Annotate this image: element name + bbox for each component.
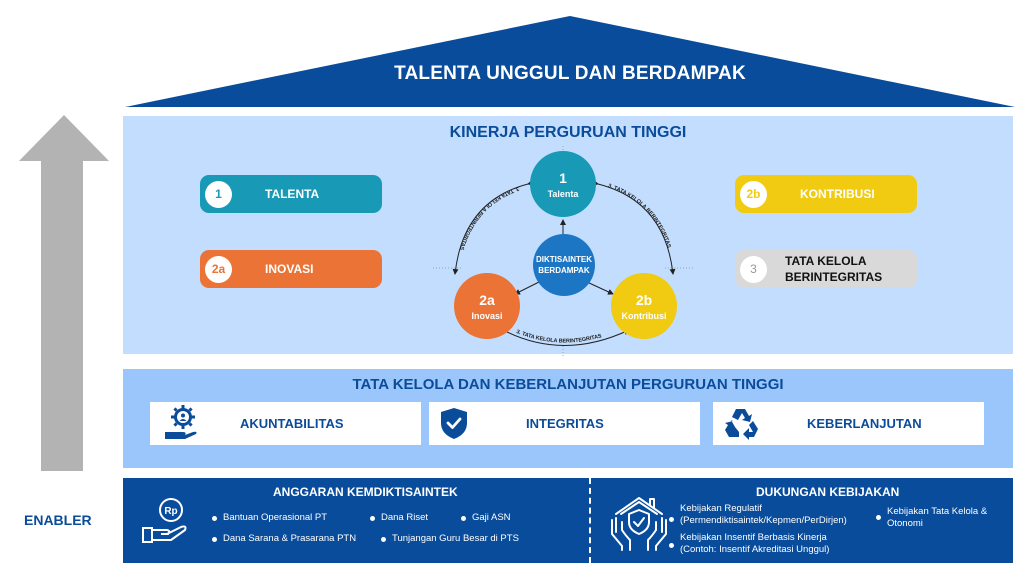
bullet-dot xyxy=(381,537,386,542)
anggaran-item-text: Dana Sarana & Prasarana PTN xyxy=(223,533,357,544)
pill-inovasi: 2a INOVASI xyxy=(200,250,382,288)
bullet-dot xyxy=(212,516,217,521)
cycle-diagram: 3. TATA KELOLA BERINTEGRITAS 3. TATA KEL… xyxy=(433,146,693,356)
kebijakan-title: DUKUNGAN KEBIJAKAN xyxy=(756,485,900,499)
circle-talenta: 1 Talenta xyxy=(530,151,596,217)
pill-label: TALENTA xyxy=(265,187,320,201)
money-hand-icon: Rp xyxy=(142,498,187,543)
enabler-label: ENABLER xyxy=(24,512,92,528)
card-label: KEBERLANJUTAN xyxy=(807,416,922,431)
circle-label: Inovasi xyxy=(471,310,503,321)
kebijakan-line2: (Permendiktisaintek/Kepmen/PerDirjen) xyxy=(680,515,847,526)
kebijakan-item: Kebijakan Tata Kelola &Otonomi xyxy=(876,506,987,530)
up-arrow-icon xyxy=(19,115,109,471)
kebijakan-line1: Kebijakan Regulatif xyxy=(680,503,762,514)
kebijakan-line1: Kebijakan Tata Kelola & xyxy=(887,506,988,517)
enabler-section: Rp ANGGARAN KEMDIKTISAINTEK Bantuan Oper… xyxy=(123,478,1013,563)
roof-triangle xyxy=(125,16,1015,107)
anggaran-item: Tunjangan Guru Besar di PTS xyxy=(381,533,519,545)
pill-label: TATA KELOLA BERINTEGRITAS xyxy=(785,253,882,285)
tata-kelola-section: TATA KELOLA DAN KEBERLANJUTAN PERGURUAN … xyxy=(123,369,1013,468)
anggaran-title: ANGGARAN KEMDIKTISAINTEK xyxy=(273,485,458,499)
kebijakan-item-text: Kebijakan Regulatif(Permendiktisaintek/K… xyxy=(680,503,847,527)
center-line1: DIKTISAINTEK xyxy=(536,255,592,264)
pill-number: 2b xyxy=(740,180,767,208)
arc-label-right: 3. TATA KELOLA BERINTEGRITAS xyxy=(607,183,672,249)
pill-number: 1 xyxy=(205,180,232,208)
enabler-divider xyxy=(589,478,591,563)
circle-number: 2a xyxy=(479,291,495,308)
pill-number: 2a xyxy=(205,255,232,283)
recycle-icon xyxy=(725,409,758,440)
arc-label-left: 3. TATA KELOLA BERINTEGRITAS xyxy=(458,185,520,251)
anggaran-item-text: Dana Riset xyxy=(381,512,428,523)
pill-label-line2: BERINTEGRITAS xyxy=(785,270,883,284)
circle-label: Kontribusi xyxy=(621,310,667,321)
policy-protection-icon xyxy=(611,497,667,551)
pill-tata-kelola: 3 TATA KELOLA BERINTEGRITAS xyxy=(735,250,917,288)
accountability-icon xyxy=(165,405,197,439)
bullet-dot xyxy=(876,515,881,520)
anggaran-item: Bantuan Operasional PT xyxy=(212,512,327,524)
bullet-dot xyxy=(461,516,466,521)
card-keberlanjutan: KEBERLANJUTAN xyxy=(713,402,984,445)
svg-text:3. TATA KELOLA BERINTEGRITAS: 3. TATA KELOLA BERINTEGRITAS xyxy=(607,183,672,249)
kebijakan-item: Kebijakan Regulatif(Permendiktisaintek/K… xyxy=(669,503,847,527)
bullet-dot xyxy=(669,517,674,522)
svg-text:3. TATA KELOLA BERINTEGRITAS: 3. TATA KELOLA BERINTEGRITAS xyxy=(458,185,520,251)
kebijakan-item: Kebijakan Insentif Berbasis Kinerja(Cont… xyxy=(669,532,829,556)
circle-number: 1 xyxy=(559,169,567,186)
circle-label: Talenta xyxy=(547,188,579,199)
kinerja-title: KINERJA PERGURUAN TINGGI xyxy=(449,124,687,141)
card-integritas: INTEGRITAS xyxy=(429,402,700,445)
anggaran-item-text: Bantuan Operasional PT xyxy=(223,512,328,523)
kebijakan-line2: Otonomi xyxy=(887,518,923,529)
bullet-dot xyxy=(212,537,217,542)
kebijakan-line2: (Contoh: Insentif Akreditasi Unggul) xyxy=(680,544,830,555)
bullet-dot xyxy=(370,516,375,521)
bullet-dot xyxy=(669,543,674,548)
anggaran-item: Dana Sarana & Prasarana PTN xyxy=(212,533,356,545)
pill-label: KONTRIBUSI xyxy=(800,187,875,201)
rp-icon-text: Rp xyxy=(164,506,177,517)
circle-center: DIKTISAINTEK BERDAMPAK xyxy=(533,234,595,296)
pill-label-line1: TATA KELOLA xyxy=(785,254,867,268)
card-label: INTEGRITAS xyxy=(526,416,604,431)
arc-label-bottom: 3. TATA KELOLA BERINTEGRITAS xyxy=(515,329,602,344)
pill-kontribusi: 2b KONTRIBUSI xyxy=(735,175,917,213)
cycle-arrows: 3. TATA KELOLA BERINTEGRITAS 3. TATA KEL… xyxy=(433,146,693,356)
pill-talenta: 1 TALENTA xyxy=(200,175,382,213)
roof-title: TALENTA UNGGUL DAN BERDAMPAK xyxy=(394,63,746,84)
kebijakan-item-text: Kebijakan Insentif Berbasis Kinerja(Cont… xyxy=(680,532,829,556)
anggaran-item-text: Gaji ASN xyxy=(472,512,511,523)
svg-text:3. TATA KELOLA BERINTEGRITAS: 3. TATA KELOLA BERINTEGRITAS xyxy=(515,329,602,344)
kebijakan-item-text: Kebijakan Tata Kelola &Otonomi xyxy=(887,506,987,530)
center-line2: BERDAMPAK xyxy=(538,266,590,275)
circle-number: 2b xyxy=(635,291,653,308)
pill-number: 3 xyxy=(740,255,767,283)
anggaran-item-text: Tunjangan Guru Besar di PTS xyxy=(392,533,519,544)
anggaran-item: Gaji ASN xyxy=(461,512,511,524)
circle-inovasi: 2a Inovasi xyxy=(454,273,520,339)
anggaran-item: Dana Riset xyxy=(370,512,428,524)
kebijakan-line1: Kebijakan Insentif Berbasis Kinerja xyxy=(680,532,827,543)
card-akuntabilitas: AKUNTABILITAS xyxy=(150,402,421,445)
card-label: AKUNTABILITAS xyxy=(240,416,344,431)
tata-kelola-title: TATA KELOLA DAN KEBERLANJUTAN PERGURUAN … xyxy=(352,376,784,393)
shield-check-icon xyxy=(441,408,467,439)
kinerja-section: KINERJA PERGURUAN TINGGI 1 TALENTA 2a IN… xyxy=(123,116,1013,356)
circle-kontribusi: 2b Kontribusi xyxy=(611,273,677,339)
pill-label: INOVASI xyxy=(265,262,314,276)
